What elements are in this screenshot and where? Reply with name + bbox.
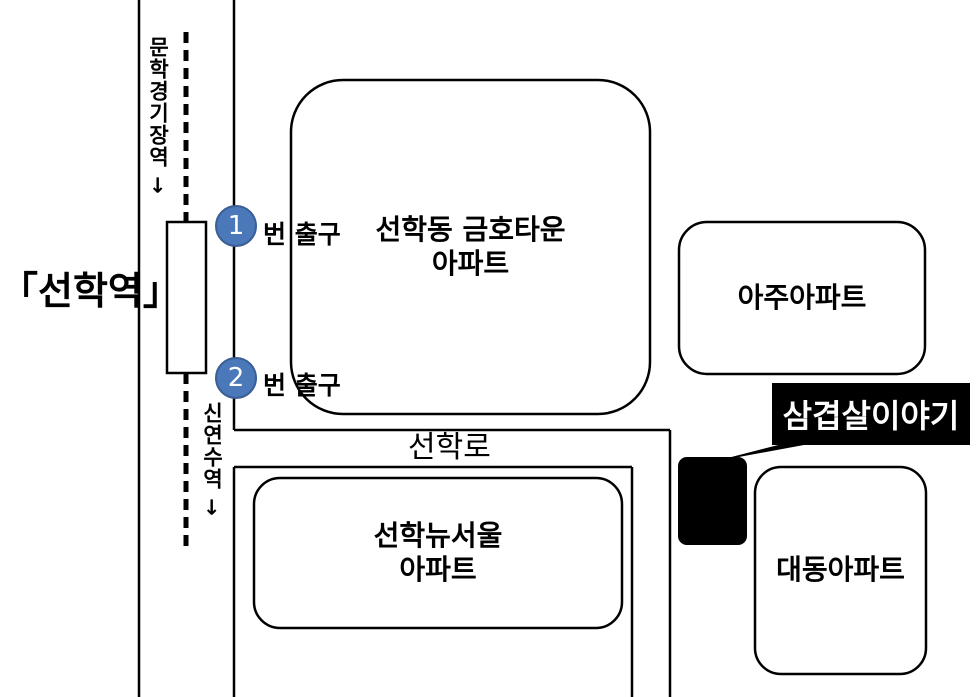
exit-2-label: 번 출구 <box>263 371 341 400</box>
block-kumho-town <box>289 78 652 416</box>
block-daedong <box>753 465 928 676</box>
block-newseoul-line1: 선학뉴서울 <box>373 518 503 552</box>
block-aju <box>677 220 927 376</box>
destination-callout[interactable]: 삼겹살이야기 <box>772 383 970 445</box>
exit-2-badge[interactable]: 2 <box>215 357 257 399</box>
exit-1-label: 번 출구 <box>263 220 341 249</box>
block-aju-line1: 아주아파트 <box>737 280 867 314</box>
block-daedong-line1: 대동아파트 <box>776 553 905 587</box>
road-name: 선학로 <box>408 430 491 465</box>
station-name: 「선학역」 <box>0 269 181 313</box>
destination-marker <box>678 457 747 545</box>
block-kumho-label: 선학동 금호타운 아파트 <box>291 80 650 414</box>
block-newseoul-label: 선학뉴서울 아파트 <box>254 478 622 628</box>
block-kumho-line1: 선학동 금호타운 <box>375 212 566 246</box>
callout-pointer <box>712 442 820 462</box>
block-newseoul-line2: 아파트 <box>399 553 477 586</box>
block-aju-label: 아주아파트 <box>679 222 925 374</box>
exit-1-badge[interactable]: 1 <box>215 205 257 247</box>
station-platform <box>165 220 208 375</box>
block-newseoul <box>252 476 624 630</box>
block-daedong-label: 대동아파트 <box>755 467 926 674</box>
block-kumho-line2: 아파트 <box>431 247 510 280</box>
direction-up-label: 문학경기장역 → <box>146 36 170 195</box>
direction-down-label: 신연수역 → <box>200 402 224 517</box>
